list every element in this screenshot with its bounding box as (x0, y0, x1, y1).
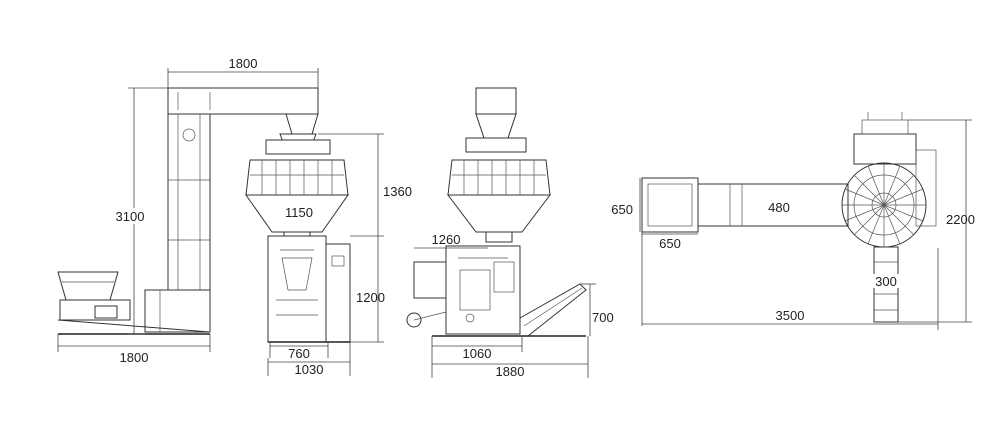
elevator-lower-housing (144, 289, 211, 333)
top-view (641, 112, 937, 323)
packing-machine-front (267, 235, 351, 343)
dim-label: 760 (288, 346, 310, 361)
dim-packer-height: 1200 (350, 236, 385, 343)
film-roll (406, 312, 422, 328)
dim-side-total-depth: 1880 (432, 336, 589, 379)
multihead-weigher-front (245, 133, 349, 243)
packing-machine-side (406, 245, 587, 337)
dim-weigher-height: 1360 (318, 133, 412, 237)
dim-side-base-depth: 1060 (431, 336, 523, 378)
dim-label: 1800 (120, 350, 149, 365)
dim-label: 1150 (285, 205, 313, 220)
packer-body-side (445, 245, 521, 335)
bucket-elevator (57, 87, 319, 335)
feeder-bin-top (641, 177, 699, 233)
dim-label: 1880 (496, 364, 525, 379)
dim-label: 650 (611, 202, 633, 217)
dim-top-conveyor-width: 480 (762, 199, 796, 215)
dim-label: 650 (659, 236, 681, 251)
collecting-funnel-side (446, 194, 552, 233)
elevator-head (167, 87, 319, 115)
packer-body (267, 235, 327, 343)
dim-front-total-height: 3100 (108, 87, 168, 335)
packer-frame-top (853, 133, 917, 165)
multihead-weigher-side (446, 87, 552, 243)
dim-top-bin-height: 650 (611, 178, 641, 232)
dim-packer-width: 1030 (267, 342, 351, 377)
top-hopper (475, 87, 517, 115)
dim-side-platform-depth: 1260 (414, 232, 488, 249)
dim-conveyor-height: 700 (580, 283, 614, 336)
dim-label: 1800 (229, 56, 258, 71)
dim-top-outlet-width: 300 (872, 274, 902, 289)
collecting-funnel (245, 194, 349, 233)
dim-label: 3500 (776, 308, 805, 323)
dim-top-total-depth: 2200 (898, 119, 975, 323)
dim-front-base-width: 1800 (57, 334, 211, 365)
film-roll-holder (413, 261, 447, 299)
elevator-discharge (285, 113, 319, 135)
dim-front-top-width: 1800 (167, 56, 319, 88)
dim-top-bin-width: 650 (641, 232, 698, 326)
dim-label: 2200 (946, 212, 975, 227)
dim-label: 1030 (295, 362, 324, 377)
dim-label: 300 (875, 274, 897, 289)
dim-label: 480 (768, 200, 790, 215)
dim-top-total-length: 3500 (642, 248, 939, 330)
feeder-hopper (57, 271, 119, 301)
control-cabinet (325, 243, 351, 343)
dim-label: 1360 (383, 184, 412, 199)
weigh-buckets-side (447, 159, 551, 196)
dim-label: 700 (592, 310, 614, 325)
weigh-buckets (245, 159, 349, 196)
dim-label: 1200 (356, 290, 385, 305)
dim-label: 3100 (116, 209, 145, 224)
output-conveyor (519, 283, 587, 337)
weigher-spokes (842, 163, 926, 247)
dim-packer-inner-width: 760 (269, 342, 329, 361)
dim-label: 1060 (463, 346, 492, 361)
dim-label: 1260 (432, 232, 461, 247)
dim-weigher-width: 1150 (280, 204, 318, 220)
